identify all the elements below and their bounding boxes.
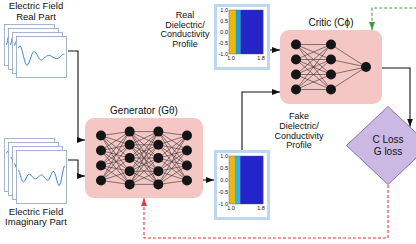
neuron <box>361 62 371 72</box>
neuron <box>125 127 135 137</box>
neuron <box>96 131 106 141</box>
generator-box: Generator (Gθ) <box>85 118 203 198</box>
axis-tick: -0.5 <box>219 40 228 46</box>
net-link <box>130 132 159 172</box>
neuron <box>182 161 192 171</box>
critic-box: Critic (Cϕ) <box>280 30 382 104</box>
field-curve <box>19 46 65 65</box>
neuron <box>153 153 163 163</box>
axis-tick: 1.0 <box>226 55 236 61</box>
axis-tick: 1.8 <box>256 55 266 61</box>
axis-tick: -1.0 <box>219 201 228 207</box>
node-heading: Generator (Gθ) <box>75 105 213 117</box>
axis-tick: 0.5 <box>220 165 228 171</box>
neuron <box>153 140 163 150</box>
neuron <box>326 55 336 65</box>
neuron <box>125 166 135 176</box>
net-link <box>296 60 331 90</box>
heatmap-band <box>236 10 241 54</box>
neuron <box>291 40 301 50</box>
net-link <box>130 145 159 185</box>
axis-tick: 1.0 <box>226 205 236 211</box>
plot-panel <box>17 151 67 204</box>
heatmap-band <box>229 10 236 54</box>
net-link <box>130 145 159 185</box>
neuron <box>291 85 301 95</box>
heatmap-frame <box>229 156 263 204</box>
neuron <box>125 140 135 150</box>
diamond-outline <box>347 107 416 185</box>
neural-network <box>280 30 382 104</box>
node-heading: Electric Field Real Part <box>2 1 70 22</box>
net-link <box>296 45 331 90</box>
node-heading: Critic (Cϕ) <box>270 17 392 29</box>
neuron <box>96 176 106 186</box>
neuron <box>182 131 192 141</box>
axis-tick: 0.5 <box>220 18 228 24</box>
profile-image: 1.00.50.0-0.5-1.01.01.8Fake Dielectric/ … <box>214 150 270 220</box>
axis-tick: 0.0 <box>220 177 228 183</box>
neuron <box>153 127 163 137</box>
heatmap-frame <box>229 10 263 54</box>
neuron <box>291 55 301 65</box>
net-link <box>331 67 366 75</box>
neuron <box>125 179 135 189</box>
neuron <box>326 70 336 80</box>
net-link <box>296 45 331 75</box>
neuron <box>125 153 135 163</box>
connector-arrow <box>68 51 85 140</box>
axis-tick: 1.0 <box>220 7 228 13</box>
neuron <box>182 146 192 156</box>
heatmap-band <box>241 10 264 54</box>
neural-network <box>85 118 203 198</box>
neuron <box>96 161 106 171</box>
heatmap-band <box>235 156 241 204</box>
connector-arrow <box>270 49 280 50</box>
axis-tick: 1.0 <box>220 153 228 159</box>
connector-arrow <box>242 92 280 150</box>
profile-image: 1.00.50.0-0.5-1.01.01.8Real Dielectric/ … <box>214 4 270 70</box>
net-link <box>296 45 331 60</box>
axis-tick: 0.0 <box>220 29 228 35</box>
net-link <box>296 45 331 60</box>
neuron <box>96 146 106 156</box>
node-heading: Electric Field Imaginary Part <box>2 207 70 228</box>
net-link <box>296 75 331 90</box>
axis-tick: -0.5 <box>219 189 228 195</box>
heatmap-band <box>240 156 263 204</box>
net-link <box>296 75 331 90</box>
field-plot-stack <box>4 138 68 204</box>
node-heading: Fake Dielectric/ Conductivity Profile <box>271 112 327 151</box>
heatmap-band <box>229 156 235 204</box>
net-link <box>331 45 366 68</box>
net-link <box>296 89 331 90</box>
field-plot-stack <box>4 24 68 78</box>
neuron <box>326 40 336 50</box>
field-stack: Electric Field Real Part <box>4 24 68 78</box>
axis-tick: -1.0 <box>219 51 228 57</box>
node-label: C Loss G loss <box>369 134 407 158</box>
node-heading: Real Dielectric/ Conductivity Profile <box>157 11 213 50</box>
net-link <box>296 60 331 90</box>
neuron <box>153 179 163 189</box>
net-link <box>331 67 366 90</box>
loss-diamond: C Loss G loss <box>346 106 416 185</box>
neuron <box>291 70 301 80</box>
net-link <box>296 45 331 90</box>
neuron <box>182 176 192 186</box>
axis-tick: 1.8 <box>256 205 266 211</box>
neuron <box>326 85 336 95</box>
field-stack: Electric Field Imaginary Part <box>4 138 68 204</box>
plot-panel <box>17 37 67 78</box>
net-link <box>331 60 366 68</box>
net-link <box>296 45 331 75</box>
neuron <box>153 166 163 176</box>
connector-arrow <box>68 160 85 176</box>
field-curve <box>19 166 65 186</box>
net-link <box>296 44 331 45</box>
net-link <box>130 132 159 172</box>
connector-arrow <box>203 179 214 180</box>
